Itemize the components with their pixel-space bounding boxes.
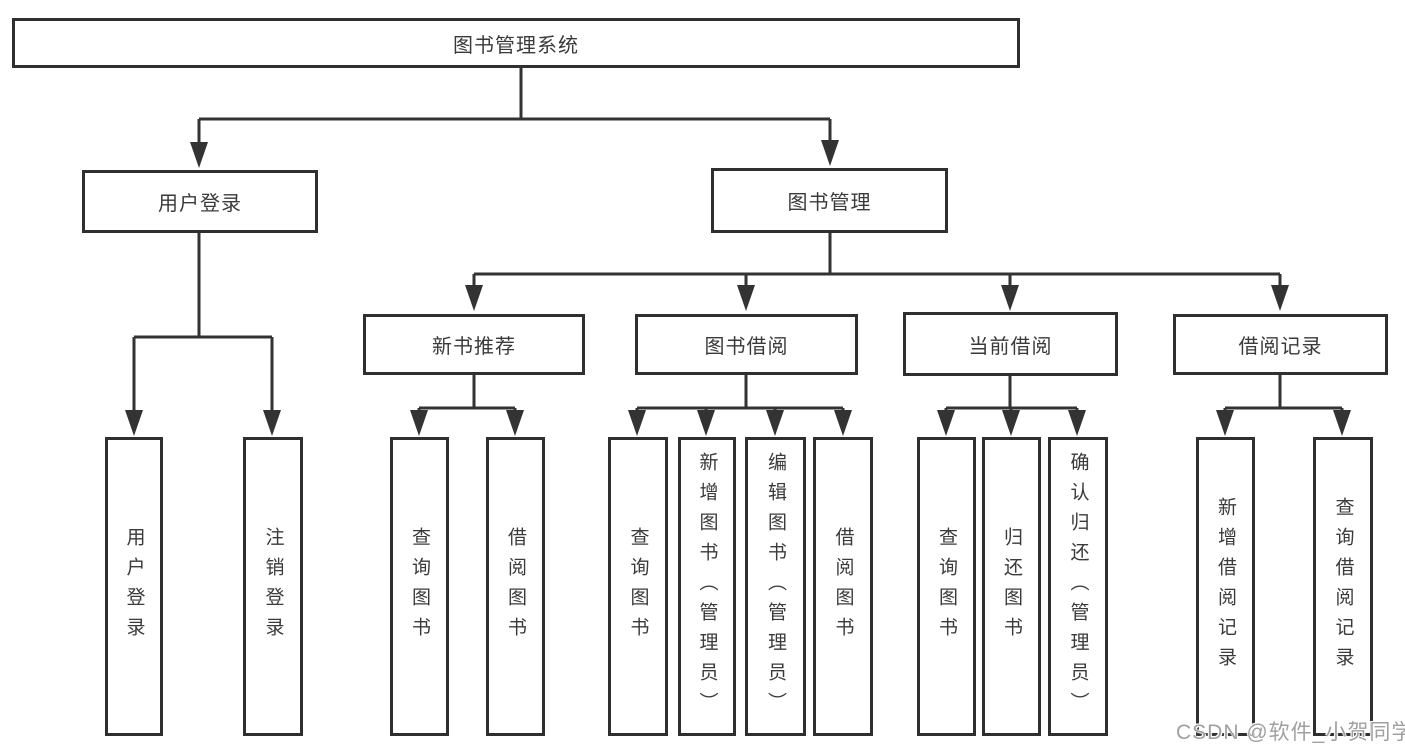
watermark: CSDN @软件_小贺同学 <box>1176 721 1405 744</box>
leaf-query-books-borrowing-label: 查询图书 <box>627 526 649 647</box>
node-book-management-label: 图书管理 <box>787 192 872 214</box>
node-current-borrowing-label: 当前借阅 <box>968 335 1053 358</box>
leaf-borrow-books-label: 借阅图书 <box>832 526 854 647</box>
leaf-add-borrow-record: 新增借阅记录 <box>1196 437 1255 736</box>
leaf-edit-book-admin: 编辑图书（管理员） <box>745 437 806 736</box>
leaf-query-books-current: 查询图书 <box>917 437 976 736</box>
leaf-query-borrow-record-label: 查询借阅记录 <box>1332 496 1354 677</box>
leaf-return-books-label: 归还图书 <box>1001 526 1022 647</box>
node-book-management: 图书管理 <box>711 168 948 233</box>
connector-segments <box>132 68 1344 418</box>
leaf-query-books-recommend-label: 查询图书 <box>409 526 430 647</box>
leaf-user-login: 用户登录 <box>105 437 163 736</box>
leaf-edit-book-admin-label: 编辑图书（管理员） <box>765 451 786 722</box>
leaf-query-books-borrowing: 查询图书 <box>608 437 668 736</box>
leaf-query-books-recommend: 查询图书 <box>390 437 449 736</box>
arrow-down-icons <box>125 140 1351 436</box>
node-user-login-label: 用户登录 <box>158 193 242 215</box>
node-library-system: 图书管理系统 <box>12 18 1020 68</box>
leaf-add-book-admin-label: 新增图书（管理员） <box>696 451 718 722</box>
node-borrowing-records: 借阅记录 <box>1173 314 1388 375</box>
leaf-add-borrow-record-label: 新增借阅记录 <box>1215 496 1236 677</box>
leaf-logout-label: 注销登录 <box>262 526 284 647</box>
leaf-borrow-books-recommend: 借阅图书 <box>486 437 545 736</box>
leaf-query-books-current-label: 查询图书 <box>936 526 957 647</box>
leaf-query-borrow-record: 查询借阅记录 <box>1313 437 1373 736</box>
node-user-login: 用户登录 <box>82 170 318 233</box>
node-book-borrowing-label: 图书借阅 <box>704 336 789 358</box>
leaf-add-book-admin: 新增图书（管理员） <box>678 437 736 736</box>
node-new-book-recommendation: 新书推荐 <box>363 314 585 375</box>
leaf-borrow-books: 借阅图书 <box>813 437 873 736</box>
leaf-logout: 注销登录 <box>243 437 303 736</box>
leaf-confirm-return-admin: 确认归还（管理员） <box>1048 437 1108 736</box>
node-borrowing-records-label: 借阅记录 <box>1238 336 1323 358</box>
leaf-user-login-label: 用户登录 <box>123 526 145 647</box>
leaf-confirm-return-admin-label: 确认归还（管理员） <box>1067 451 1089 722</box>
leaf-borrow-books-recommend-label: 借阅图书 <box>505 526 526 647</box>
leaf-return-books: 归还图书 <box>982 437 1041 736</box>
node-book-borrowing: 图书借阅 <box>635 314 858 375</box>
node-library-system-label: 图书管理系统 <box>453 34 579 57</box>
node-new-book-recommendation-label: 新书推荐 <box>432 336 516 358</box>
node-current-borrowing: 当前借阅 <box>903 312 1118 376</box>
